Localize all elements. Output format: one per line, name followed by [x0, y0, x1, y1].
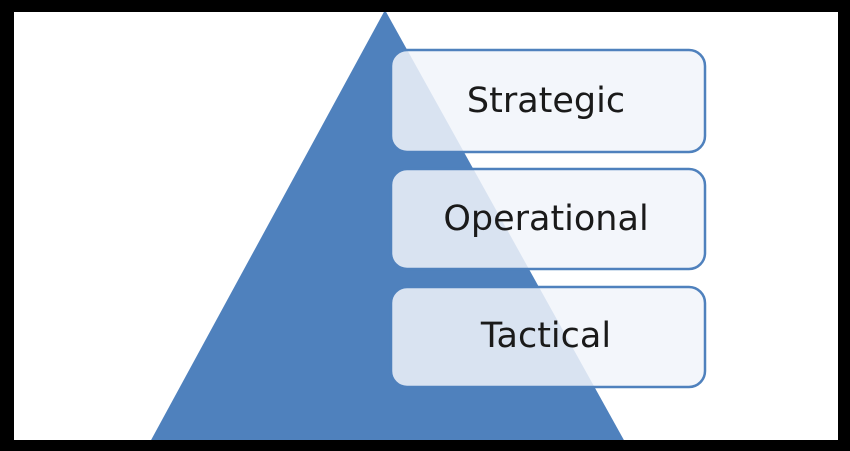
tier-label-tactical: Tactical: [480, 316, 611, 356]
tier-operational: Operational: [389, 167, 707, 271]
tier-label-strategic: Strategic: [467, 81, 625, 121]
tier-tactical: Tactical: [389, 285, 707, 389]
tier-box-operational: [389, 167, 707, 271]
tier-box-strategic: [389, 48, 707, 154]
tier-strategic: Strategic: [389, 48, 707, 154]
tier-box-tactical: [389, 285, 707, 389]
tier-label-operational: Operational: [443, 199, 648, 239]
